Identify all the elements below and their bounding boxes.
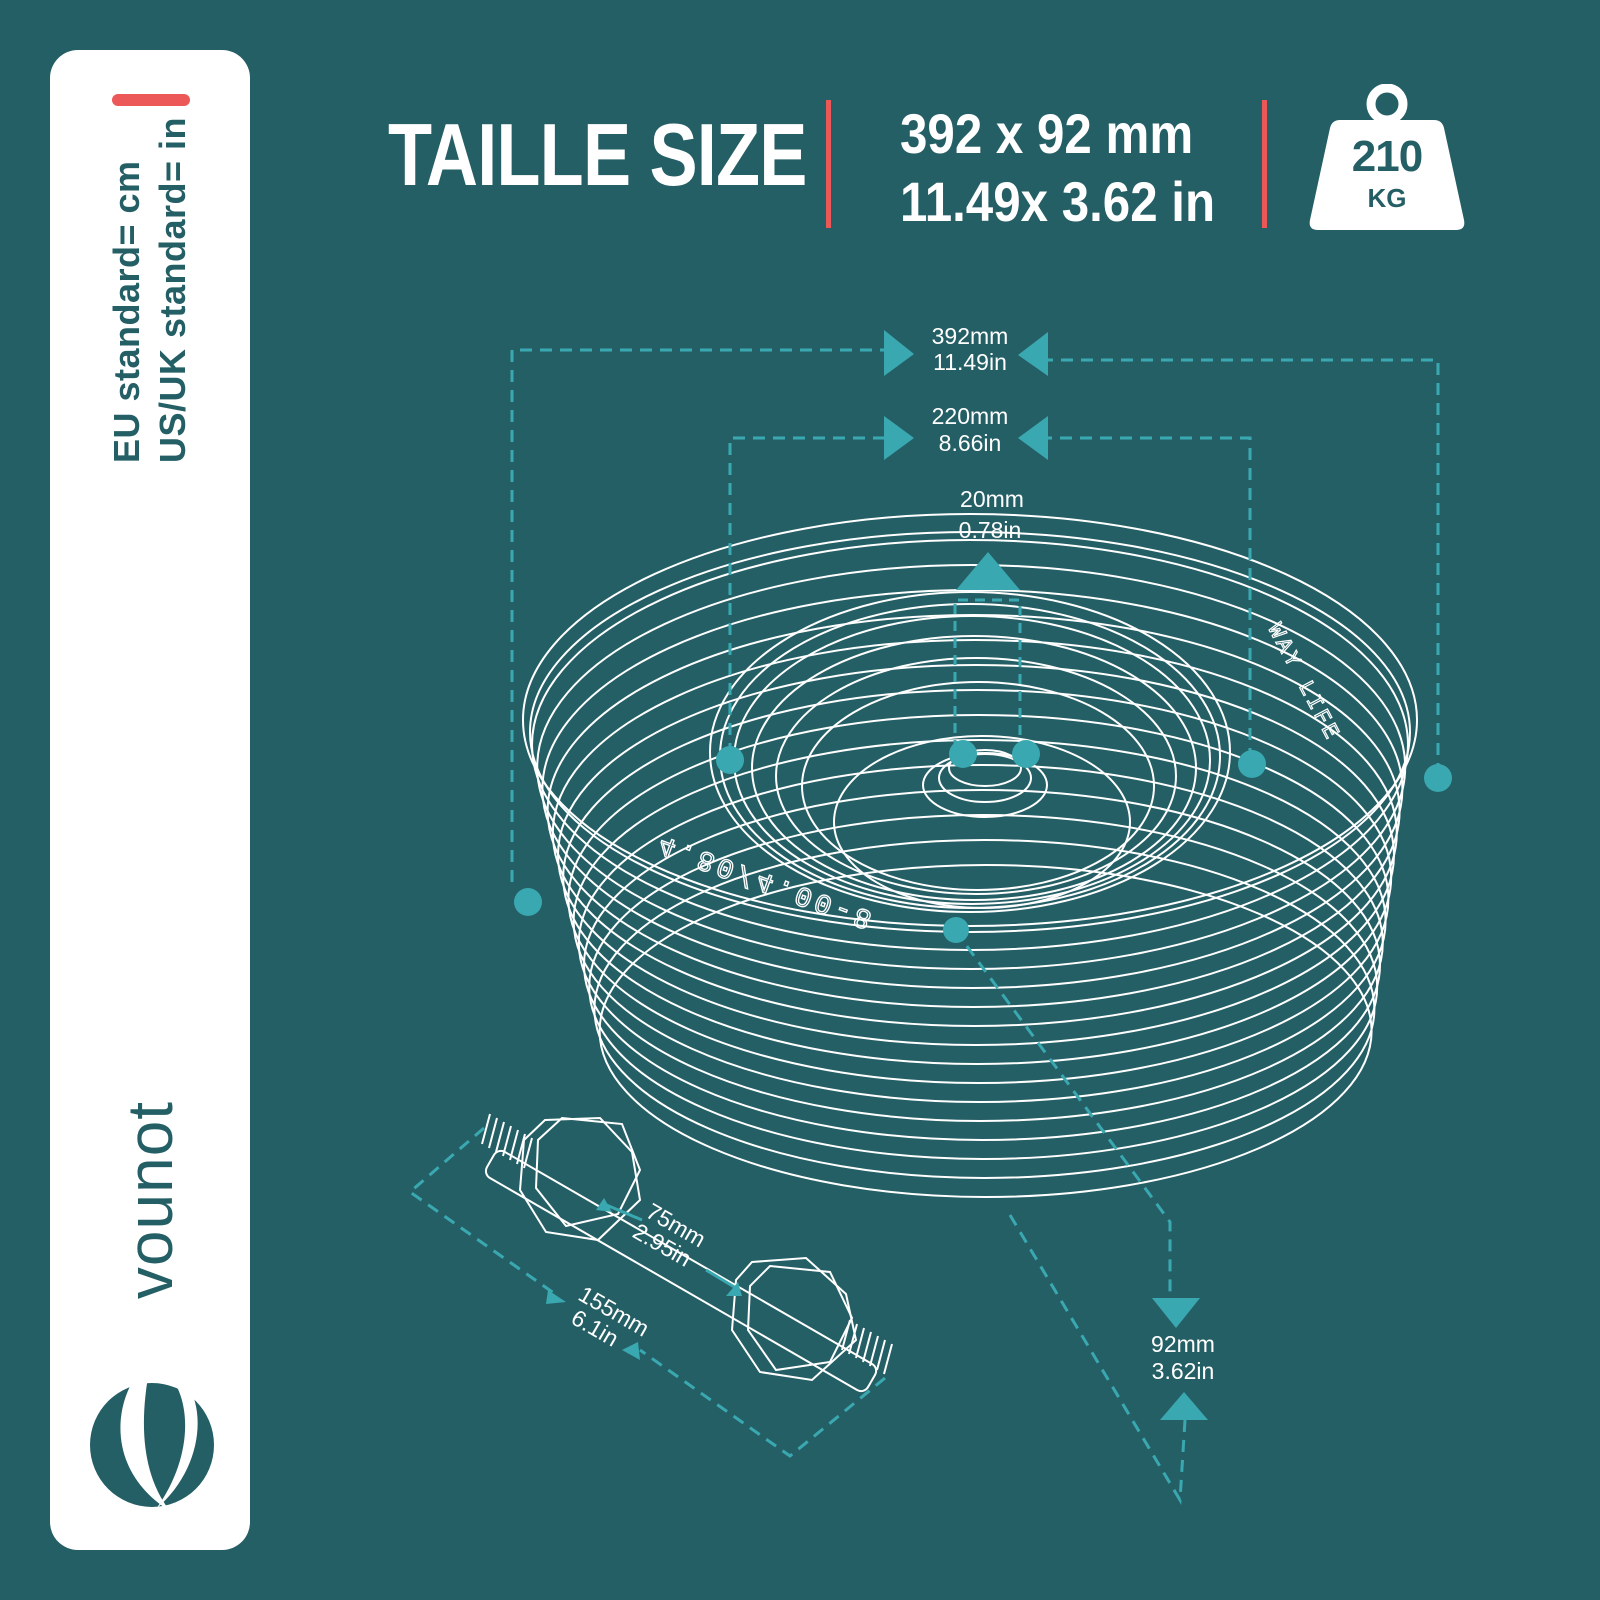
axle-inner-label: 75mm 2.95in	[629, 1198, 711, 1272]
axle-drawing	[481, 1113, 893, 1393]
tread-line	[577, 764, 1384, 1122]
thread-line	[523, 1137, 533, 1169]
rim-ring-5	[801, 681, 1155, 891]
dimension-arrows	[546, 330, 1208, 1420]
arrow-rim-left	[884, 416, 914, 460]
guide-axle-inner-right	[705, 1268, 737, 1290]
guide-bore	[953, 598, 1022, 750]
outer-diameter-mm: 392mm	[932, 323, 1009, 349]
weight-badge: 210 KG	[1308, 83, 1466, 234]
hex-nut-left-face	[534, 1116, 642, 1228]
tread-line	[572, 739, 1387, 1103]
arrow-width-top	[1152, 1298, 1200, 1328]
bore-diameter-in: 0.78in	[959, 517, 1022, 543]
divider-left	[826, 100, 831, 228]
tread-line	[557, 664, 1395, 1046]
arrow-axle-inner-left	[596, 1198, 612, 1212]
tread-line	[598, 864, 1373, 1198]
rim-diameter-in: 8.66in	[939, 430, 1002, 456]
arrow-outer-left	[884, 330, 914, 376]
weight-value: 210	[1351, 132, 1423, 181]
guide-rim-right	[1048, 436, 1252, 760]
point-outer-left	[514, 888, 542, 916]
hex-nut-right-face	[746, 1264, 854, 1372]
thread-line	[876, 1339, 886, 1371]
thread-line	[862, 1331, 872, 1363]
guide-outer-left	[510, 348, 886, 882]
guide-rim-left	[728, 436, 886, 755]
point-width	[943, 917, 969, 943]
weight-unit: KG	[1367, 183, 1407, 213]
thread-line	[883, 1343, 893, 1375]
dimension-guides	[407, 348, 1440, 1505]
tire-tread-lines	[531, 539, 1409, 1198]
page-title: TAILLE SIZE	[388, 105, 807, 204]
axle-shaft	[484, 1149, 878, 1393]
guide-width-top	[953, 929, 1172, 1298]
thread-line	[869, 1335, 879, 1367]
guide-width-bottom	[1008, 1214, 1187, 1505]
rim-diameter-mm: 220mm	[932, 403, 1009, 429]
arrow-width-bottom	[1160, 1392, 1208, 1420]
outer-diameter-in: 11.49in	[933, 349, 1007, 375]
size-mm: 392 x 92 mm	[900, 102, 1194, 165]
thread-line	[848, 1323, 858, 1355]
thread-line	[509, 1129, 519, 1161]
guide-axle-inner-left	[603, 1202, 643, 1222]
tire-brand-marking: WAY LIFE	[1262, 620, 1345, 746]
guide-outer-right	[1048, 358, 1440, 775]
tire-drawing	[522, 513, 1418, 1198]
thread-line	[495, 1121, 505, 1153]
tread-line	[551, 639, 1398, 1027]
arrow-bore	[956, 552, 1020, 590]
weight-icon	[1309, 83, 1465, 230]
brand-logo-icon	[90, 1377, 214, 1511]
rim-ring-4	[775, 657, 1177, 895]
arrow-axle-total-right	[622, 1342, 640, 1360]
rim-dish	[833, 735, 1131, 909]
bore-diameter-mm: 20mm	[960, 486, 1024, 512]
tread-line	[588, 814, 1379, 1160]
axle-thread-right	[841, 1319, 893, 1375]
thread-line	[481, 1113, 491, 1145]
thread-line	[488, 1117, 498, 1149]
arrow-outer-right	[1018, 332, 1048, 376]
arrow-axle-total-left	[546, 1290, 566, 1304]
guide-axle-left	[407, 1126, 559, 1298]
tire-top-face	[522, 513, 1418, 927]
thread-line	[502, 1125, 512, 1157]
measurement-points	[514, 740, 1452, 943]
accent-bar	[112, 94, 190, 106]
arrow-axle-inner-right	[726, 1282, 742, 1296]
point-outer-right	[1424, 764, 1452, 792]
tire-width-in: 3.62in	[1152, 1358, 1215, 1384]
hub-bore	[948, 749, 1022, 787]
point-bore-left	[949, 740, 977, 768]
arrow-rim-right	[1018, 416, 1048, 460]
point-bore-right	[1012, 740, 1040, 768]
guide-axle-right	[639, 1348, 886, 1458]
sidebar-panel: EU standard= cm US/UK standard= in vouno…	[50, 50, 250, 1550]
tread-line	[583, 789, 1381, 1141]
tire-sidewall-edge	[529, 531, 1411, 933]
tread-line	[546, 614, 1401, 1008]
divider-right	[1262, 100, 1267, 228]
size-in: 11.49x 3.62 in	[900, 170, 1216, 233]
point-rim-left	[716, 746, 744, 774]
tread-line	[562, 689, 1393, 1065]
rim-outer	[709, 591, 1231, 913]
thread-line	[855, 1327, 865, 1359]
dimension-labels: 392mm 11.49in 220mm 8.66in 20mm 0.78in 9…	[932, 323, 1215, 1384]
hex-nut-left	[518, 1116, 642, 1242]
hub-middle	[938, 753, 1032, 803]
tread-line	[567, 714, 1390, 1084]
size-summary: 392 x 92 mm 11.49x 3.62 in	[900, 100, 1215, 236]
tire-width-mm: 92mm	[1151, 1331, 1215, 1357]
point-rim-right	[1238, 750, 1266, 778]
rim-ring-3	[751, 635, 1197, 901]
tread-line	[593, 839, 1376, 1179]
